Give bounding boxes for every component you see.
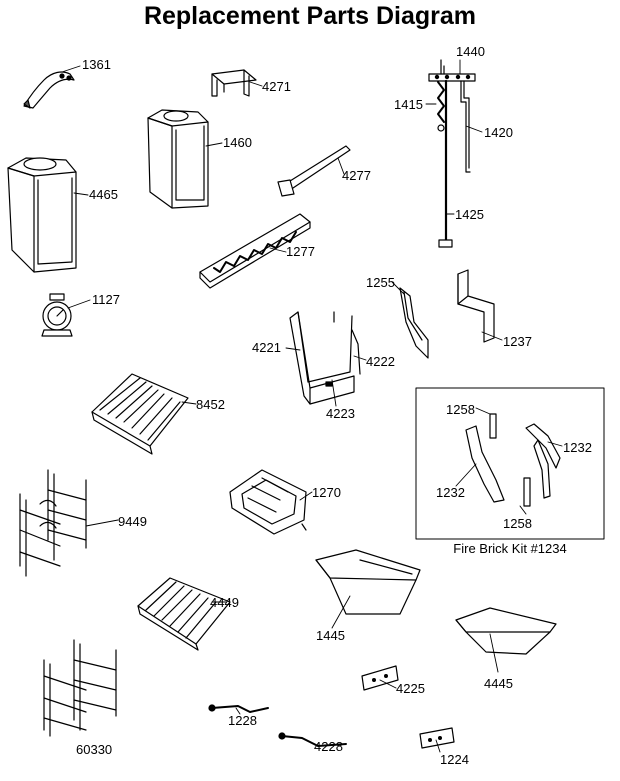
label-4449: 4449 [210,595,239,610]
part-4221-box-drawing [289,311,361,405]
label-1127: 1127 [92,292,120,307]
label-60330: 60330 [76,742,113,757]
label-1420: 1420 [484,125,513,140]
label-4225: 4225 [396,681,425,696]
label-4223: 4223 [326,406,355,421]
part-1255-drawing [399,287,429,359]
label-1258-top: 1258 [446,402,475,417]
part-1361-handle-drawing [23,71,75,109]
part-8452-drawing [91,373,189,455]
leader-lines [61,59,563,753]
label-4465: 4465 [89,187,118,202]
fire-brick-kit-caption: Fire Brick Kit #1234 [453,541,567,556]
label-4221: 4221 [252,340,281,355]
part-1460-drawing [147,109,209,209]
label-1440: 1440 [456,44,485,59]
part-9449-drawing [19,469,87,577]
label-1460: 1460 [223,135,252,150]
label-1224: 1224 [440,752,469,767]
label-1277: 1277 [286,244,315,259]
label-4445: 4445 [484,676,513,691]
label-4222: 4222 [366,354,395,369]
label-1415: 1415 [394,97,423,112]
part-1228-drawing [208,704,269,713]
label-1255: 1255 [366,275,395,290]
label-1237: 1237 [503,334,532,349]
part-4277-drawing [277,145,351,197]
label-1445: 1445 [316,628,345,643]
fire-brick-kit-group [415,387,605,540]
part-1445-drawing [315,549,421,615]
label-1258-bottom: 1258 [503,516,532,531]
part-4445-drawing [455,607,557,655]
part-4225-drawing [361,665,399,691]
diagram-title: Replacement Parts Diagram [143,2,477,30]
part-1270-drawing [229,469,307,535]
part-1237-drawing [457,269,495,343]
label-1270: 1270 [312,485,341,500]
label-8452: 8452 [196,397,225,412]
part-1127-drawing [41,293,73,337]
part-1440-assembly-drawing [428,59,476,248]
part-4465-drawing [7,157,77,273]
label-1361: 1361 [82,57,111,72]
label-1425: 1425 [455,207,484,222]
label-1232-left: 1232 [436,485,465,500]
label-4271: 4271 [262,79,291,94]
part-4449-drawing [137,577,231,651]
label-1232-right: 1232 [563,440,592,455]
label-9449: 9449 [118,514,147,529]
part-60330-drawing [43,639,117,737]
part-4271-drawing [211,69,257,97]
part-1224-drawing [419,727,455,749]
label-4277: 4277 [342,168,371,183]
part-1277-drawing [199,213,311,289]
label-4228: 4228 [314,739,343,754]
label-1228: 1228 [228,713,257,728]
